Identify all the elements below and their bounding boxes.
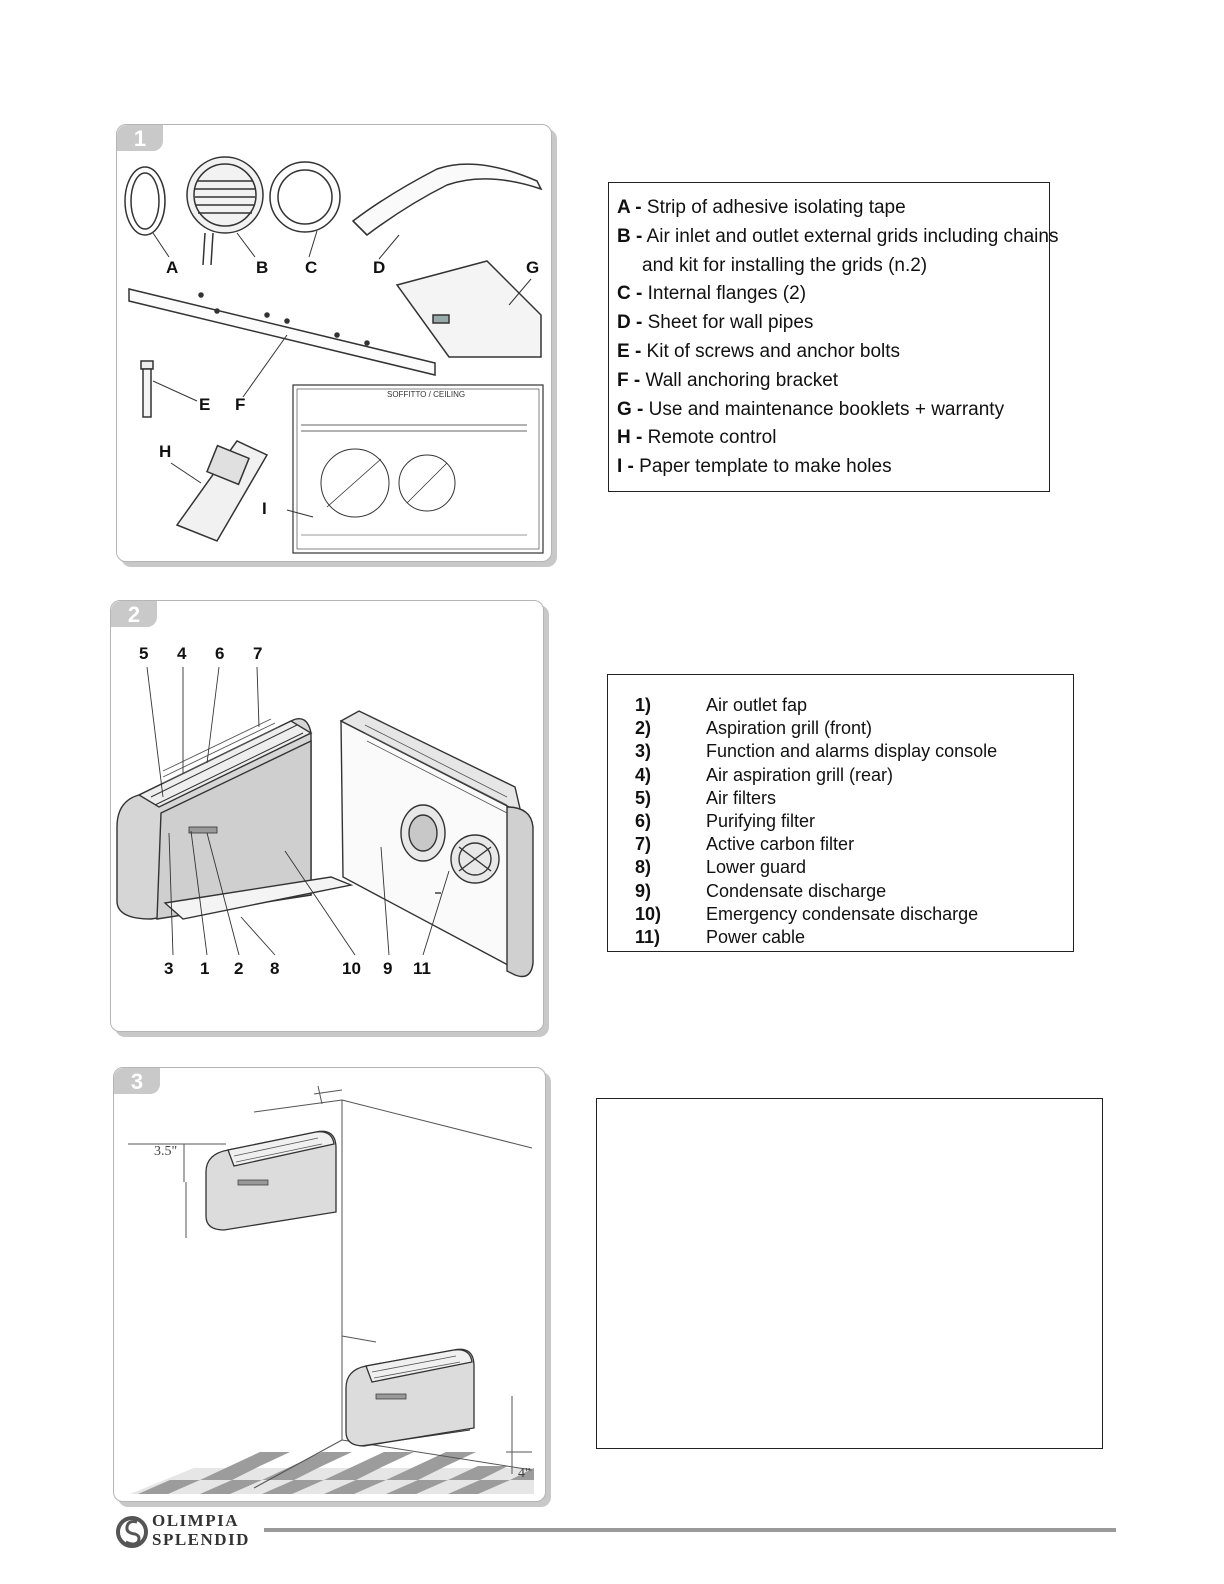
callout-1: 1 xyxy=(200,959,210,978)
brand-name-line2: SPLENDID xyxy=(152,1530,250,1549)
callout-h: H xyxy=(159,442,172,461)
callout-6: 6 xyxy=(215,644,225,663)
parts-legend-item: 6)Purifying filter xyxy=(635,810,816,831)
legend-item-h: H - Remote control xyxy=(617,427,777,449)
parts-legend-item: 9)Condensate discharge xyxy=(635,880,887,901)
figure-2: 2 xyxy=(110,600,544,1032)
callout-2: 2 xyxy=(234,959,244,978)
parts-legend-item: 1)Air outlet fap xyxy=(635,695,808,715)
legend-item-e: E - Kit of screws and anchor bolts xyxy=(617,340,901,362)
legend-item-b-continued: and kit for installing the grids (n.2) xyxy=(642,254,928,276)
parts-legend-item: 4)Air aspiration grill (rear) xyxy=(635,764,894,785)
figure-3-drawing xyxy=(128,1085,534,1494)
template-ceiling-label: SOFFITTO / CEILING xyxy=(387,390,465,399)
callout-d: D xyxy=(373,258,386,277)
figure-1-number: 1 xyxy=(117,125,163,151)
legend-item-c: C - Internal flanges (2) xyxy=(617,283,807,305)
floor-tiles xyxy=(130,1452,534,1494)
parts-legend: 1)Air outlet fap 2)Aspiration grill (fro… xyxy=(607,674,1074,952)
legend-item-i: I - Paper template to make holes xyxy=(617,456,892,478)
callout-f: F xyxy=(235,395,246,414)
callout-b: B xyxy=(256,258,269,277)
callout-9: 9 xyxy=(383,959,393,978)
empty-frame xyxy=(596,1098,1103,1449)
components-legend: A - Strip of adhesive isolating tape B -… xyxy=(608,182,1059,492)
legend-item-g: G - Use and maintenance booklets + warra… xyxy=(617,398,1005,420)
callout-i: I xyxy=(262,499,267,518)
callout-4: 4 xyxy=(177,644,187,663)
parts-legend-item: 2)Aspiration grill (front) xyxy=(635,718,873,739)
figure-2-drawing xyxy=(116,666,534,978)
callout-11: 11 xyxy=(413,959,431,978)
parts-legend-item: 5)Air filters xyxy=(635,787,777,808)
figure-2-number: 2 xyxy=(111,601,157,627)
legend-item-f: F - Wall anchoring bracket xyxy=(617,369,839,391)
callout-3: 3 xyxy=(164,959,174,978)
parts-legend-item: 3)Function and alarms display console xyxy=(635,741,998,762)
legend-item-b: B - Air inlet and outlet external grids … xyxy=(617,225,1059,247)
legend-item-a: A - Strip of adhesive isolating tape xyxy=(617,197,906,218)
callout-a: A xyxy=(166,258,179,277)
parts-legend-item: 8)Lower guard xyxy=(635,857,807,878)
callout-5: 5 xyxy=(139,644,149,663)
parts-legend-item: 10)Emergency condensate discharge xyxy=(635,903,979,924)
callout-c: C xyxy=(305,258,318,277)
olimpia-splendid-logo-icon xyxy=(116,1516,148,1548)
callout-g: G xyxy=(526,258,540,277)
figure-3: 3 xyxy=(113,1067,546,1502)
brand-name-line1: OLIMPIA xyxy=(152,1511,239,1530)
callout-e: E xyxy=(199,395,211,414)
parts-legend-item: 7)Active carbon filter xyxy=(635,834,855,855)
figure-3-number: 3 xyxy=(114,1068,160,1094)
callout-8: 8 xyxy=(270,959,280,978)
dimension-floor-clearance: 4" xyxy=(518,1466,531,1481)
figure-1-drawing: SOFFITTO / CEILING xyxy=(124,156,544,554)
figure-1: 1 xyxy=(116,124,552,562)
footer-rule xyxy=(264,1528,1116,1532)
callout-10: 10 xyxy=(342,959,361,978)
legend-item-d: D - Sheet for wall pipes xyxy=(617,312,814,334)
callout-7: 7 xyxy=(253,644,263,663)
parts-legend-item: 11)Power cable xyxy=(635,926,806,947)
dimension-top-clearance: 3.5" xyxy=(154,1144,178,1159)
